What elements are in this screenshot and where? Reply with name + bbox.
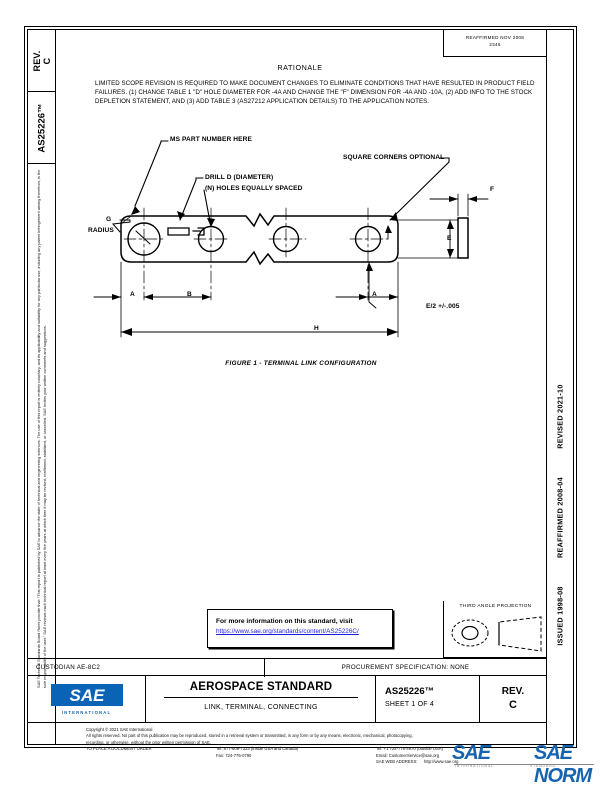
footer-copyright: Copyright © 2021 SAE International: [86, 727, 153, 732]
arrowhead-holes: [207, 218, 215, 227]
drawing-geometry: [93, 140, 489, 338]
reaffirm-line-1: REAFFIRMED NOV 2008: [465, 35, 525, 40]
figure-1-drawing: MS PART NUMBER HERE SQUARE CORNERS OPTIO…: [58, 132, 544, 392]
arrow-b-1: [144, 294, 153, 300]
date-issued: ISSUED 1998-08: [555, 586, 565, 646]
sae-logo-cell: SAE INTERNATIONAL: [28, 676, 146, 723]
revision-cell: REV. C: [480, 676, 546, 723]
hole-1-slash: [135, 230, 151, 245]
document-title: LINK, TERMINAL, CONNECTING: [204, 704, 318, 711]
page-border-inner: [27, 29, 574, 745]
projection-outer-ellipse: [451, 619, 489, 647]
footer-tel-intl: Tel: +1 724-776-4970 (outside USA): [376, 746, 443, 752]
callout-drill-d: DRILL D (DIAMETER): [205, 174, 274, 181]
left-margin-strip: [28, 30, 56, 744]
revision-value: C: [509, 699, 517, 711]
dimension-e: E: [447, 235, 452, 242]
date-revised: REVISED 2021-10: [555, 384, 565, 449]
left-doc-number: AS25226™: [36, 102, 47, 153]
callout-radius: RADIUS: [88, 227, 114, 234]
arrow-b-2: [202, 294, 211, 300]
arrow-a-right-1: [359, 294, 368, 300]
arrow-h-1: [121, 328, 132, 336]
arrow-f-right: [468, 196, 477, 202]
standard-url-link[interactable]: https://www.sae.org/standards/content/AS…: [216, 628, 359, 635]
footer-tel-usa: Tel: 877-606-7323 (inside USA and Canada…: [216, 746, 299, 752]
leader-ms-part-number: [134, 140, 169, 207]
footer-rights-1: All rights reserved. No part of this pub…: [86, 733, 413, 739]
arrow-f-left: [449, 196, 458, 202]
procurement-spec-text: PROCUREMENT SPECIFICATION: NONE: [341, 664, 470, 671]
custodian-bar: CUSTODIAN AE-8C2 PROCUREMENT SPECIFICATI…: [28, 658, 546, 677]
sae-logo-sub: INTERNATIONAL: [61, 709, 112, 715]
third-angle-projection-icon: [451, 616, 542, 652]
dimension-e-half-tolerance: E/2 +/-.005: [426, 303, 460, 310]
info-box-prompt: For more information on this standard, v…: [216, 618, 353, 625]
rationale-body-text: LIMITED SCOPE REVISION IS REQUIRED TO MA…: [95, 80, 535, 106]
marking-block-1: [167, 227, 190, 236]
title-divider: [164, 697, 358, 698]
sheet-number: SHEET 1 OF 4: [385, 701, 434, 708]
footer-rights-2: recording, or otherwise, without the pri…: [86, 739, 211, 745]
dimension-a-left: A: [130, 291, 135, 298]
reaffirmation-stamp-box: REAFFIRMED NOV 2008 2346: [443, 30, 546, 57]
dimension-f: F: [490, 186, 495, 193]
arrowhead-ms: [131, 206, 140, 215]
right-margin-strip: [546, 30, 574, 744]
standard-info-box: For more information on this standard, v…: [207, 609, 393, 648]
custodian-text: CUSTODIAN AE-8C2: [28, 659, 265, 677]
aerospace-standard-title: AEROSPACE STANDARD: [189, 681, 333, 693]
third-angle-projection-box: THIRD ANGLE PROJECTION: [443, 601, 546, 658]
revision-dates-text: ISSUED 1998-08 REAFFIRMED 2008-04 REVISE…: [556, 384, 565, 645]
leader-e-half: [368, 261, 377, 309]
arrow-a-right-2: [389, 294, 398, 300]
footer-fax: Fax: 724-776-0790: [216, 752, 252, 758]
arrow-a-left: [112, 294, 121, 300]
date-reaffirmed: REAFFIRMED 2008-04: [555, 477, 565, 558]
reaffirm-line-2: 2346: [489, 42, 501, 47]
projection-label: THIRD ANGLE PROJECTION: [459, 604, 532, 609]
disclaimer-text: SAE Technical Standards Board Rules prov…: [35, 169, 47, 688]
left-rev-box: REV. C: [28, 30, 56, 92]
svg-text:SAE: SAE: [69, 686, 105, 705]
arrow-e-bot: [447, 249, 454, 258]
document-number: AS25226™: [385, 686, 435, 697]
standard-type-cell: AEROSPACE STANDARD LINK, TERMINAL, CONNE…: [146, 676, 376, 723]
sae-technical-standards-disclaimer: SAE Technical Standards Board Rules prov…: [30, 168, 54, 688]
dimension-a-right: A: [372, 291, 377, 298]
footer-email: Email: CustomerService@sae.org: [376, 752, 440, 758]
callout-ms-part-number: MS PART NUMBER HERE: [170, 136, 253, 143]
rationale-heading: RATIONALE: [277, 63, 323, 72]
projection-cone: [498, 616, 542, 652]
side-view-profile: [457, 217, 469, 259]
title-block: SAE INTERNATIONAL AEROSPACE STANDARD LIN…: [28, 676, 546, 723]
figure-caption: FIGURE 1 - TERMINAL LINK CONFIGURATION: [225, 360, 377, 367]
arrow-h-2: [387, 328, 398, 336]
sae-logo: SAE INTERNATIONAL: [50, 683, 123, 715]
footer-web-label: SAE WEB ADDRESS:: [376, 759, 418, 764]
callout-g: G: [106, 216, 112, 223]
corner-radius-mark: [120, 215, 132, 225]
revision-label: REV.: [501, 686, 525, 697]
document-number-cell: AS25226™ SHEET 1 OF 4: [376, 676, 480, 723]
arrow-e-inner: [385, 225, 392, 233]
dimension-h: H: [314, 325, 319, 332]
arrow-e-top: [447, 220, 454, 229]
arrow-e-half: [366, 262, 373, 271]
footer-legal: Copyright © 2021 SAE International All r…: [86, 727, 556, 771]
revision-date-history: ISSUED 1998-08 REAFFIRMED 2008-04 REVISE…: [546, 360, 574, 670]
footer-web-url[interactable]: http://www.sae.org: [424, 759, 459, 764]
callout-holes-equally-spaced: (N) HOLES EQUALLY SPACED: [205, 185, 303, 192]
projection-inner-ellipse: [461, 625, 479, 641]
dimension-b: B: [187, 291, 192, 298]
leader-square-corners: [389, 157, 450, 221]
page-border-outer: [24, 26, 577, 748]
callout-square-corners-optional: SQUARE CORNERS OPTIONAL: [343, 154, 445, 161]
footer-order-label: TO PLACE A DOCUMENT ORDER: [86, 746, 152, 752]
sae-logo-icon: SAE: [50, 683, 123, 706]
leader-drill-d: [179, 177, 204, 221]
left-docnumber-box: AS25226™: [28, 92, 56, 164]
leader-g-radius: [111, 219, 131, 233]
